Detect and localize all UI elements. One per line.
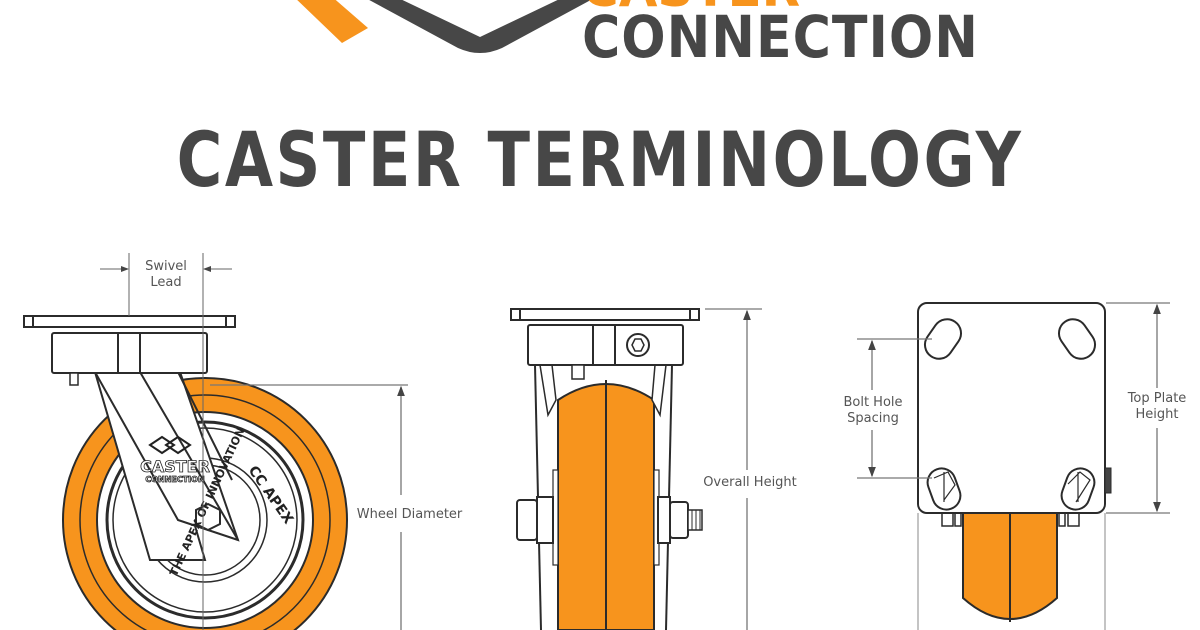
top-plate-height-dimension [1106, 302, 1170, 514]
overall-height-dimension [705, 308, 762, 630]
hub-brand-top: CASTER [140, 457, 210, 476]
swivel-lead-label: Swivel Lead [137, 259, 195, 292]
top-plate-height-label: Top Plate Height [1124, 391, 1190, 424]
side-view-caster [23, 315, 348, 630]
hub-brand-bottom: CONNECTION [145, 475, 204, 484]
top-view-caster [917, 302, 1112, 622]
wheel-diameter-label: Wheel Diameter [352, 507, 467, 524]
front-view-caster [510, 308, 703, 630]
overall-height-label: Overall Height [700, 475, 800, 492]
wheel-diameter-dimension [210, 384, 408, 630]
bolt-hole-spacing-dimension [857, 338, 932, 479]
logo-brand-bottom: CONNECTION [582, 3, 979, 71]
logo-brand-top: CASTER [582, 0, 800, 14]
logo-mark-icon [297, 0, 591, 53]
page-title: CASTER TERMINOLOGY [176, 115, 1024, 204]
bolt-hole-spacing-label: Bolt Hole Spacing [840, 395, 906, 428]
swivel-lead-dimension [100, 253, 232, 630]
